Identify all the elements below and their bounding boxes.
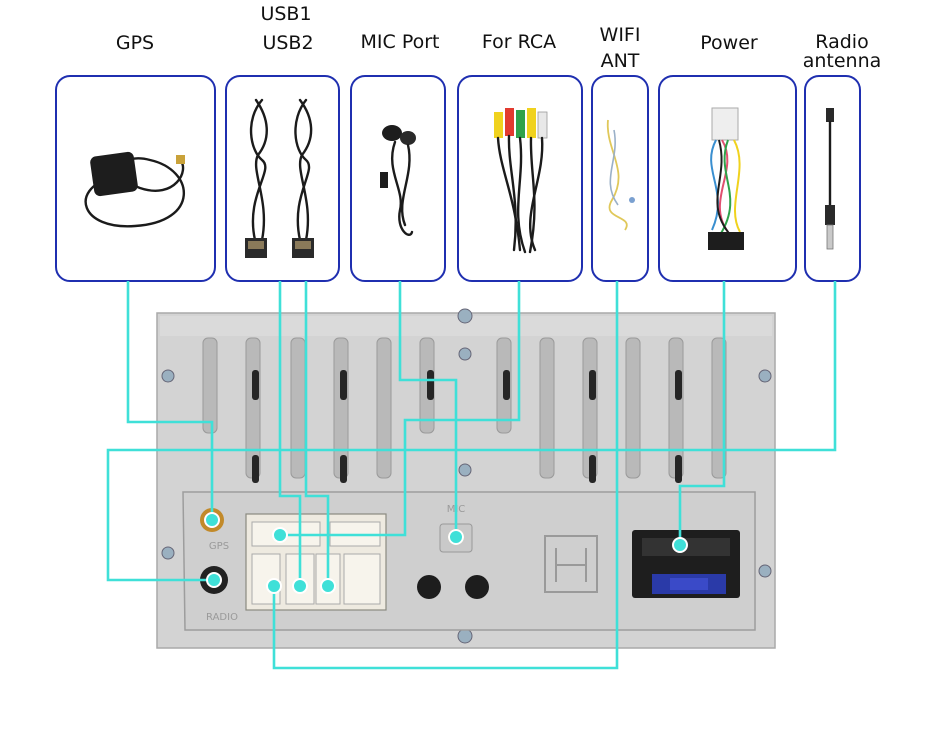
- label-usb2: USB2: [262, 32, 313, 54]
- endpoint-gps: [204, 512, 220, 528]
- usb-cables-icon: [245, 98, 314, 258]
- wire-wifi: [272, 281, 619, 670]
- card-gps: [55, 75, 216, 282]
- wire-usb2: [304, 281, 330, 586]
- gps-antenna-icon: [84, 151, 185, 228]
- head-unit-chassis: GPS RADIO MIC: [156, 308, 776, 649]
- label-ant: ANT: [601, 50, 640, 72]
- label-power: Power: [700, 32, 758, 54]
- card-wifi-ant: [591, 75, 649, 282]
- card-rca: [457, 75, 583, 282]
- card-radio-antenna: [804, 75, 861, 282]
- endpoint-usb1: [292, 578, 308, 594]
- connection-endpoints: [204, 512, 688, 594]
- card-usb: [225, 75, 340, 282]
- card-power: [658, 75, 797, 282]
- connection-lines: [106, 281, 837, 670]
- endpoint-power: [672, 537, 688, 553]
- label-for-rca: For RCA: [482, 31, 556, 53]
- label-mic-port: MIC Port: [361, 31, 440, 53]
- endpoint-mic: [448, 529, 464, 545]
- wire-usb1: [278, 281, 302, 586]
- label-radio: Radio: [815, 31, 868, 53]
- bracket: [544, 535, 598, 593]
- power-harness-icon: [708, 107, 744, 250]
- wire-radio: [106, 281, 837, 582]
- wire-rca: [280, 281, 521, 537]
- wire-gps: [126, 281, 214, 520]
- radio-antenna-icon: [825, 108, 835, 250]
- rca-harness-icon: [494, 108, 548, 254]
- mounting-screws: [161, 308, 772, 644]
- endpoint-usb2: [320, 578, 336, 594]
- label-wifi: WIFI: [600, 24, 641, 46]
- wire-mic: [398, 281, 458, 537]
- gps-port-label: GPS: [209, 541, 229, 552]
- label-antenna: antenna: [803, 50, 882, 72]
- label-gps: GPS: [116, 32, 154, 54]
- endpoint-radio: [206, 572, 222, 588]
- microphone-icon: [380, 125, 416, 236]
- wire-power: [678, 281, 726, 545]
- wifi-antenna-icon: [606, 119, 635, 231]
- endpoint-rca: [272, 527, 288, 543]
- card-mic: [350, 75, 446, 282]
- multi-pin-sockets: [245, 513, 387, 611]
- label-usb1: USB1: [260, 3, 311, 25]
- radio-port-label: RADIO: [206, 612, 238, 623]
- endpoint-wifi: [266, 578, 282, 594]
